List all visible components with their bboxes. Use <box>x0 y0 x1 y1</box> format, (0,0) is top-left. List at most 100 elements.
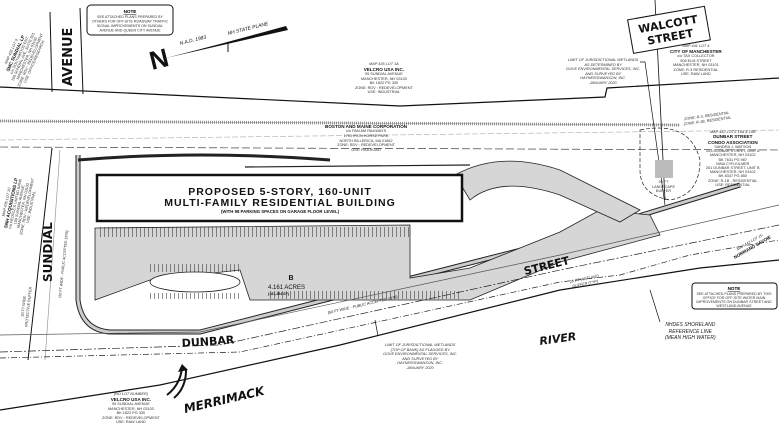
annotation-line: LIMIT OF JURISDICTIONAL WETLANDS <box>384 343 456 347</box>
note-line: AVENUE AND QUEEN CITY AVENUE <box>99 29 161 33</box>
building-parking-note: (WITH 98 PARKING SPACES ON GARAGE FLOOR … <box>221 209 340 214</box>
annotation-line: BUFFER <box>655 189 672 194</box>
parcel-line: ZONE: R-1B - RESIDENTIAL <box>707 178 758 183</box>
parcel-line: 908 ELM STREET <box>680 58 712 63</box>
wetlands-top-leader <box>640 61 666 206</box>
note-line: OTHERS FOR OFF-SITE ROADWAY TRAFFIC <box>92 20 169 24</box>
sundial-line-left <box>27 147 53 361</box>
parcel-line: 1700 IRON HORSE PARK <box>343 134 389 138</box>
parcel-line: 95 SUNDIAL AVENUE <box>112 402 150 406</box>
annotation-line: NHDES SHORELAND <box>665 322 716 328</box>
annotation-line: 20 FT <box>658 180 669 184</box>
parcel-line: 261 DUNBAR STREET, UNIT B <box>706 166 760 171</box>
parcel-owner: DUNBAR STREET <box>713 134 753 140</box>
parcel-map: (NO LOT NUMBER) <box>113 392 148 396</box>
parcel-condo: MAP 442 LOTS 16A & 16B DUNBAR STREET CON… <box>706 130 760 187</box>
annotation-line: HAYNER/SWANSON, INC. <box>580 76 627 81</box>
parcel-line: c/o PAN AM RAILWAYS <box>345 129 387 134</box>
parcel-velcro-top: MAP 435 LOT 1A VELCRO USA INC. 95 SUNDIA… <box>355 62 413 95</box>
parcel-line: USE: RAW LAND <box>680 72 711 77</box>
parcel-owner: BOSTON AND MAINE CORPORATION <box>325 124 408 129</box>
annotation-line: GOVE ENVIRONMENTAL SERVICES, INC. <box>383 352 458 357</box>
parcel-line: 95 SUNDIAL AVENUE <box>365 72 403 76</box>
sundial-line-right <box>44 149 61 361</box>
lot-label: B <box>288 275 293 282</box>
proposed-building <box>95 173 464 223</box>
note-line: SEE ATTACHED PLANS PREPARED BY <box>97 15 164 19</box>
sundial-width-label: (50 FT WIDE - PUBLIC ACCEPTED 1978) <box>58 230 69 298</box>
avenue-line-right <box>79 7 84 95</box>
parcel-city: MAP 441 LOT 4 CITY OF MANCHESTER c/o TAX… <box>670 44 722 77</box>
parcel-line: BK 1822 PG 330 <box>116 411 146 416</box>
shoreland-reference-line <box>0 259 779 411</box>
parcel-owner: VELCRO USA INC. <box>110 396 152 402</box>
parcel-map: MAP 442 LOTS 16A & 16B <box>710 130 756 134</box>
annotation-line: AND SURVEYED BY <box>585 71 622 76</box>
parcel-boston-maine: BOSTON AND MAINE CORPORATION c/o PAN AM … <box>325 124 407 152</box>
northern-property-line <box>0 77 779 107</box>
parcel-owner: CONDO ASSOCIATION <box>707 139 758 145</box>
annotation-line: AS DETERMINED BY <box>584 62 622 67</box>
annotation-line: (MEAN HIGH WATER) <box>665 335 716 341</box>
wetlands-bottom-note: LIMIT OF JURISDICTIONAL WETLANDS (TOP OF… <box>383 343 457 371</box>
parcel-map: MAP 441 LOT 4 <box>682 44 710 48</box>
note-line: SEE ATTACHED PLANS PREPARED BY THIS <box>697 292 773 296</box>
annotation-line: LIMIT OF JURISDICTIONAL WETLANDS <box>567 58 639 62</box>
annotation-line: GOVE ENVIRONMENTAL SERVICES, INC. <box>566 67 641 72</box>
building-title-line2: MULTI-FAMILY RESIDENTIAL BUILDING <box>164 197 396 209</box>
parcel-velcro-bottom: (NO LOT NUMBER) VELCRO USA INC. 95 SUNDI… <box>102 392 160 425</box>
landscape-hatch <box>655 160 673 178</box>
parcel-line: ZONE: RDV : REDEVELOPMENT <box>337 143 395 148</box>
parcel-line: NINA CYR-KILMER <box>716 161 750 166</box>
parcel-line: ZONE: R-3 RESIDENTIAL <box>673 67 719 72</box>
walcott-street-label: WALCOTT STREET <box>627 5 711 54</box>
parcel-line: c/o TAX COLLECTOR <box>677 54 715 58</box>
note-line: SIGNAL IMPROVEMENTS ON SUNDIAL <box>97 24 163 28</box>
landscape-buffer <box>639 127 701 201</box>
lot-acres: 4.161 ACRES <box>268 285 305 291</box>
note-top: NOTE SEE ATTACHED PLANS PREPARED BY OTHE… <box>86 4 174 36</box>
merrimack-label: MERRIMACK <box>183 383 268 415</box>
shoreland-leader <box>649 289 661 323</box>
parcel-line: BK 1822 PG 330 <box>369 81 399 86</box>
wetland-limit-leader <box>374 319 379 337</box>
note-line: WESTLAND AVENUE <box>716 304 752 308</box>
wetland-limit-line <box>0 239 779 359</box>
parcel-line: USE: RAILROAD <box>351 147 381 152</box>
parcel-line: USE: RAW LAND <box>115 420 146 425</box>
location-arrowhead <box>178 364 188 372</box>
parcel-line: MANCHESTER, NH 03103 <box>108 406 154 411</box>
dunbar-street-south-edge <box>0 224 779 353</box>
annotation-line: LANDSCAPE <box>652 184 676 189</box>
parcel-line: ZONE: RDV : REDEVELOPMENT <box>355 85 413 90</box>
landscape-buffer-note: 20 FT LANDSCAPE BUFFER <box>652 180 675 194</box>
note-title: NOTE <box>124 9 137 14</box>
parcel-owner: CITY OF MANCHESTER <box>670 48 722 54</box>
parcel-line: MANCHESTER, NH 03101 <box>672 63 719 68</box>
note-line: OFFICE FOR OFF-SITE WATER MAIN <box>703 296 766 300</box>
shoreland-note: NHDES SHORELAND REFERENCE LINE (MEAN HIG… <box>665 322 716 342</box>
parcel-line: BK 8347 PG 850 <box>718 174 748 179</box>
avenue-line-left <box>49 11 53 93</box>
dunbar-label: DUNBAR <box>181 333 235 350</box>
parcel-line: BK 7631 PG 987 <box>718 157 748 162</box>
parcel-line: NORTH BILLERICA, MA 01862 <box>339 138 393 143</box>
parcel-line: MANCHESTER, NH 03103 <box>361 76 407 81</box>
building-title-line1: PROPOSED 5-STORY, 160-UNIT <box>188 186 372 198</box>
parcel-line: SANDRA J. WATSON <box>714 145 752 150</box>
dunbar-street-north-edge <box>0 204 779 336</box>
annotation-line: AND SURVEYED BY <box>402 356 439 361</box>
annotation-line: REFERENCE LINE <box>668 328 712 335</box>
north-letter: N <box>146 42 171 76</box>
parcel-line: MANCHESTER, NH 03102 <box>709 170 756 175</box>
avenue-label: AVENUE <box>61 28 76 86</box>
sundial-label: SUNDIAL <box>41 222 55 282</box>
parcel-line: USE: RESIDENTIAL <box>715 182 751 187</box>
parcel-map: MAP 435 LOT 1A <box>369 62 399 66</box>
lot-sf: (181,254 SF) <box>268 292 290 296</box>
annotation-line: JANUARY 2020 <box>589 80 617 85</box>
parcel-line: MANCHESTER, NH 03102 <box>709 153 756 158</box>
annotation-line: (TOP OF BANK) AS FLAGGED BY <box>390 347 450 352</box>
river-label: RIVER <box>539 330 578 348</box>
